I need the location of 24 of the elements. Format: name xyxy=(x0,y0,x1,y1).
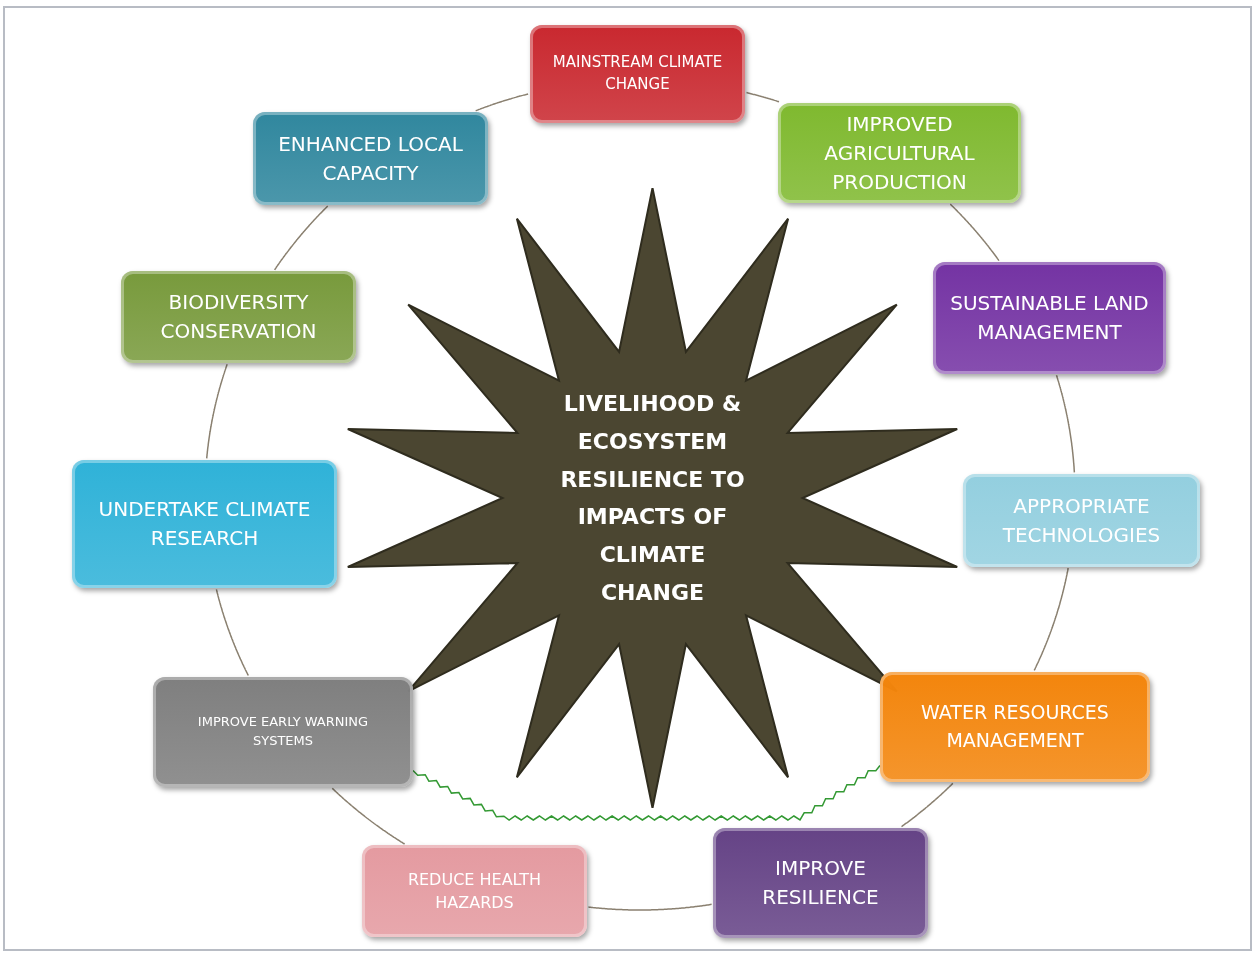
wavy-line xyxy=(412,764,881,822)
ring-connector xyxy=(900,782,954,828)
goal-box: APPROPRIATE TECHNOLOGIES xyxy=(963,474,1200,567)
goal-box: IMPROVE EARLY WARNING SYSTEMS xyxy=(153,677,413,787)
goal-box: IMPROVE RESILIENCE xyxy=(713,828,928,938)
ring-connector xyxy=(949,203,1000,262)
goal-box: BIODIVERSITY CONSERVATION xyxy=(121,271,356,363)
ring-connector xyxy=(587,903,713,911)
ring-connector xyxy=(273,205,329,271)
ring-connector xyxy=(745,91,780,103)
goal-box: MAINSTREAM CLIMATE CHANGE xyxy=(530,25,745,123)
ring-connector xyxy=(1033,567,1069,672)
central-goal-text: LIVELIHOOD & ECOSYSTEM RESILIENCE TO IMPACTS OF CLIMATE CHANGE xyxy=(559,390,746,608)
ring-connector xyxy=(215,588,250,677)
goal-box: UNDERTAKE CLIMATE RESEARCH xyxy=(72,460,337,588)
ring-connector xyxy=(331,787,406,845)
ring-connector xyxy=(205,363,228,460)
goal-box: WATER RESOURCES MANAGEMENT xyxy=(880,672,1150,782)
goal-box: ENHANCED LOCAL CAPACITY xyxy=(253,112,488,205)
goal-box: REDUCE HEALTH HAZARDS xyxy=(362,845,587,937)
ring-connector xyxy=(474,93,529,112)
ring-connector xyxy=(1055,374,1076,474)
goal-box: IMPROVED AGRICULTURAL PRODUCTION xyxy=(778,103,1021,203)
goal-box: SUSTAINABLE LAND MANAGEMENT xyxy=(933,262,1166,374)
